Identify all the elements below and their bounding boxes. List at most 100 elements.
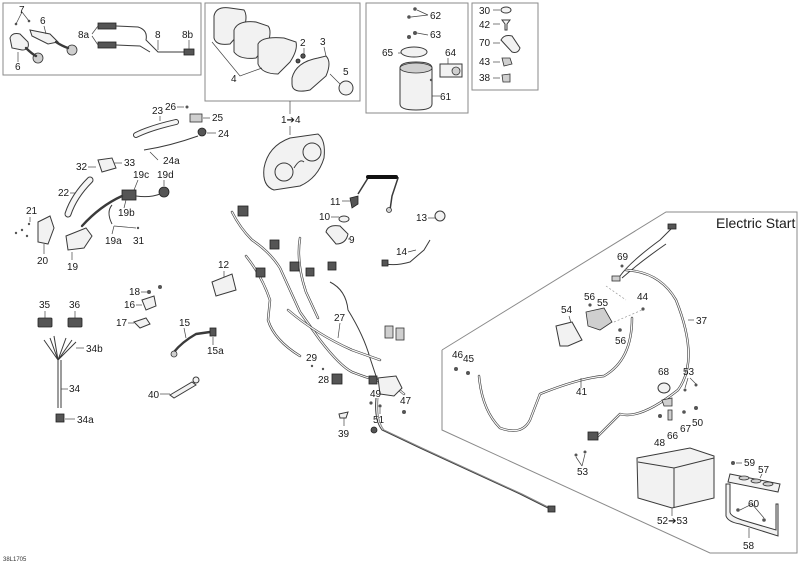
connector-19d xyxy=(158,186,170,198)
gauge-back-cover xyxy=(291,55,330,92)
left-handlebar-group: 26 23 25 24 24a 32 33 22 19c 19d 19b xyxy=(14,102,230,273)
clip-39 xyxy=(338,411,349,419)
nut-46 xyxy=(454,367,458,371)
nut-44 xyxy=(641,307,645,311)
nut-18b xyxy=(158,285,162,289)
callout-69: 69 xyxy=(617,252,629,263)
callout-22: 22 xyxy=(58,188,70,199)
connector-69 xyxy=(667,223,677,230)
callout-34b: 34b xyxy=(86,344,103,355)
callout-24: 24 xyxy=(218,129,230,140)
sensor-40-eye xyxy=(192,376,200,384)
switch-connector-right xyxy=(66,44,78,56)
screw-29 xyxy=(310,364,314,368)
callout-19c: 19c xyxy=(133,170,149,181)
callout-28: 28 xyxy=(318,375,330,386)
screw-26 xyxy=(185,105,189,109)
clip-43 xyxy=(501,57,513,67)
screw-59 xyxy=(731,461,735,465)
callout-61: 61 xyxy=(440,92,452,103)
speedometer-dial xyxy=(274,162,294,182)
callout-65: 65 xyxy=(382,48,394,59)
nut-50 xyxy=(694,406,698,410)
callout-30: 30 xyxy=(479,6,491,17)
bolt-66 xyxy=(667,409,673,421)
screw-31 xyxy=(136,226,140,230)
callout-54: 54 xyxy=(561,305,573,316)
callout-4: 4 xyxy=(231,74,237,85)
callout-2: 2 xyxy=(300,38,306,49)
handlebar-switch-assembly: 7 6 6 xyxy=(9,5,78,73)
connector-j xyxy=(368,375,378,385)
inset-frame-hardware xyxy=(471,2,539,91)
fuse-box xyxy=(377,375,403,397)
connector-i xyxy=(331,373,343,385)
callout-37: 37 xyxy=(696,316,708,327)
callout-64: 64 xyxy=(445,48,457,59)
ring-10 xyxy=(338,215,350,223)
starter-solenoid-55 xyxy=(585,307,613,331)
callout-19: 19 xyxy=(67,262,79,273)
sensor-screw xyxy=(429,78,433,82)
cluster-body xyxy=(263,133,325,191)
callout-35: 35 xyxy=(39,300,51,311)
callout-5: 5 xyxy=(343,67,349,78)
nut-18 xyxy=(147,290,151,294)
callout-68: 68 xyxy=(658,367,670,378)
callout-41: 41 xyxy=(576,387,588,398)
callout-1-to-4: 1➔4 xyxy=(281,115,301,126)
washer-63b xyxy=(407,35,411,39)
rivet-42 xyxy=(501,19,511,31)
key-switch-9 xyxy=(325,225,349,245)
callout-20: 20 xyxy=(37,256,49,267)
callout-23: 23 xyxy=(152,106,164,117)
callout-21: 21 xyxy=(26,206,38,217)
connector-19b xyxy=(121,189,137,201)
screw-53a xyxy=(683,388,687,392)
connector-a xyxy=(237,205,249,217)
connector-8a-bottom xyxy=(97,41,117,49)
callout-36: 36 xyxy=(69,300,81,311)
switch-35 xyxy=(37,317,53,328)
connector-d xyxy=(289,261,300,272)
callout-47: 47 xyxy=(400,396,412,407)
callout-57: 57 xyxy=(758,465,770,476)
battery-bracket-58 xyxy=(725,483,779,537)
callout-43: 43 xyxy=(479,57,491,68)
sensor-group-left: 18 16 17 15 15a 40 xyxy=(116,285,224,401)
connector-14 xyxy=(381,259,389,267)
nut-62a xyxy=(413,7,417,11)
callout-18: 18 xyxy=(129,287,141,298)
main-wiring-harness: 12 27 29 28 49 51 47 xyxy=(211,205,556,513)
gauge-lens-gasket xyxy=(213,7,247,45)
callout-15a: 15a xyxy=(207,346,224,357)
callout-7: 7 xyxy=(19,5,25,16)
cable-terminal xyxy=(587,431,599,441)
callout-45: 45 xyxy=(463,354,475,365)
sensor-16 xyxy=(141,295,157,311)
gauge-exploded: 4 2 3 5 xyxy=(211,7,354,96)
washer-45 xyxy=(466,371,470,375)
callout-51: 51 xyxy=(373,415,385,426)
grommet-wire xyxy=(370,426,378,434)
callout-34: 34 xyxy=(69,384,81,395)
callout-9: 9 xyxy=(349,235,355,246)
callout-56-top: 56 xyxy=(584,292,596,303)
callout-10: 10 xyxy=(319,212,331,223)
switch-housing-right xyxy=(29,29,60,45)
callout-40: 40 xyxy=(148,390,160,401)
callout-42: 42 xyxy=(479,20,491,31)
callout-6-top: 6 xyxy=(40,16,46,27)
ecm-12 xyxy=(211,273,237,297)
reservoir-cap xyxy=(400,46,428,58)
callout-67: 67 xyxy=(680,424,692,435)
connector-f xyxy=(327,261,337,271)
tether-clip-11 xyxy=(349,195,359,209)
callout-8a: 8a xyxy=(78,30,90,41)
callout-66: 66 xyxy=(667,431,679,442)
gasket-17 xyxy=(133,317,151,329)
callout-19a: 19a xyxy=(105,236,122,247)
callout-33: 33 xyxy=(124,158,136,169)
callout-38: 38 xyxy=(479,73,491,84)
relay-25 xyxy=(189,113,203,123)
